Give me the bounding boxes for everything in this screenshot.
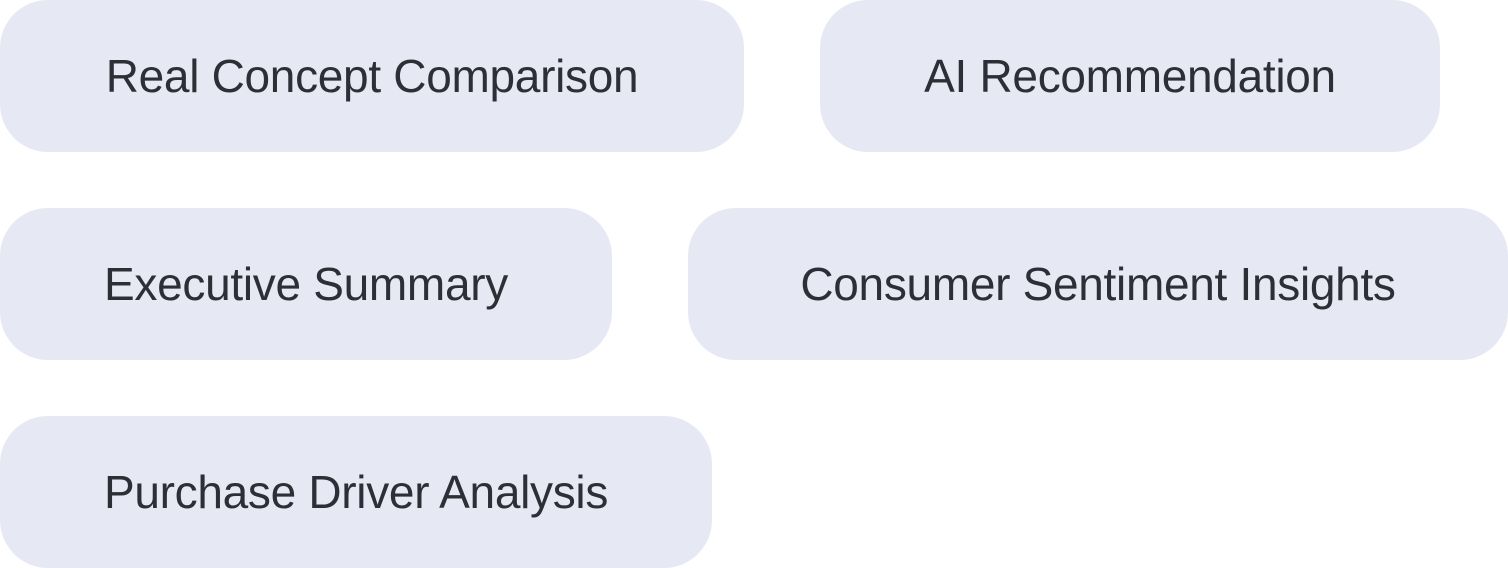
ai-recommendation-chip[interactable]: AI Recommendation bbox=[820, 0, 1440, 152]
executive-summary-chip[interactable]: Executive Summary bbox=[0, 208, 612, 360]
chip-label: Real Concept Comparison bbox=[105, 50, 639, 102]
chip-label: Executive Summary bbox=[104, 258, 508, 310]
consumer-sentiment-insights-chip[interactable]: Consumer Sentiment Insights bbox=[688, 208, 1508, 360]
chip-label: AI Recommendation bbox=[924, 50, 1336, 102]
chip-label: Purchase Driver Analysis bbox=[103, 466, 609, 518]
chip-label: Consumer Sentiment Insights bbox=[800, 258, 1396, 310]
real-concept-comparison-chip[interactable]: Real Concept Comparison bbox=[0, 0, 744, 152]
purchase-driver-analysis-chip[interactable]: Purchase Driver Analysis bbox=[0, 416, 712, 568]
